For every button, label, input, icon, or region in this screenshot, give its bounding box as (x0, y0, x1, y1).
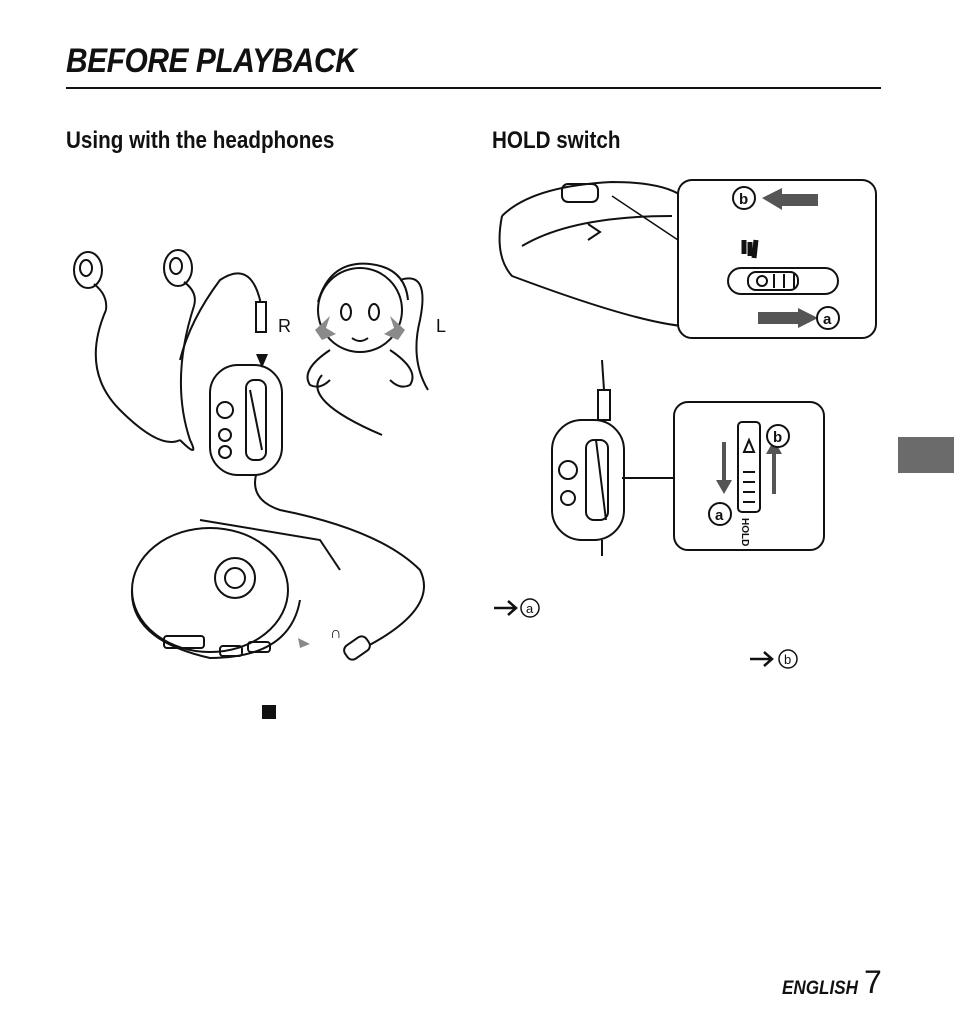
page-title: BEFORE PLAYBACK (66, 42, 357, 80)
step-b-marker: b (750, 649, 798, 669)
title-rule (66, 87, 881, 89)
arrow-a-right-icon (758, 308, 818, 328)
headphone-jack-icon: ∩ (330, 625, 342, 642)
section-heading-hold-switch: HOLD switch (492, 127, 621, 154)
hold-switch-player-illustration: b a (498, 179, 877, 339)
footer-language: ENGLISH (782, 978, 859, 999)
listener-head-icon (317, 267, 403, 353)
hold-lock-icon (741, 239, 759, 259)
cd-player-icon (131, 527, 289, 653)
side-index-tab (898, 437, 954, 473)
right-arrow-icon (494, 600, 518, 616)
step-a-marker: a (494, 598, 540, 618)
section-heading-headphones: Using with the headphones (66, 127, 335, 154)
step-b-label: b (784, 652, 791, 667)
step-a-label: a (526, 601, 534, 616)
arrow-b-up-icon (766, 440, 782, 494)
label-right-ear: R (278, 316, 291, 336)
earbud-right-icon (73, 251, 103, 289)
headphones-illustration: R L ∩ (73, 249, 446, 661)
right-arrow-icon (750, 651, 774, 667)
label-a-remote: a (715, 507, 724, 524)
arrow-a-down-icon (716, 442, 732, 494)
right-ear-arrow-icon (315, 316, 336, 340)
label-b-top: b (739, 191, 748, 208)
left-ear-arrow-icon (384, 316, 405, 340)
label-b-remote: b (773, 429, 782, 446)
label-left-ear: L (436, 316, 446, 336)
earbud-left-icon (163, 249, 193, 287)
hold-switch-remote-illustration: b a HOLD (551, 360, 825, 556)
jack-arrow-icon (256, 354, 268, 368)
hold-zoom-box (677, 179, 877, 339)
label-a-top: a (823, 311, 832, 328)
arrow-b-left-icon (762, 188, 818, 210)
hold-label: HOLD (739, 518, 750, 546)
stop-icon (262, 705, 276, 719)
footer-page-number: 7 (864, 964, 882, 1000)
plug-insert-arrow-icon (298, 638, 310, 648)
